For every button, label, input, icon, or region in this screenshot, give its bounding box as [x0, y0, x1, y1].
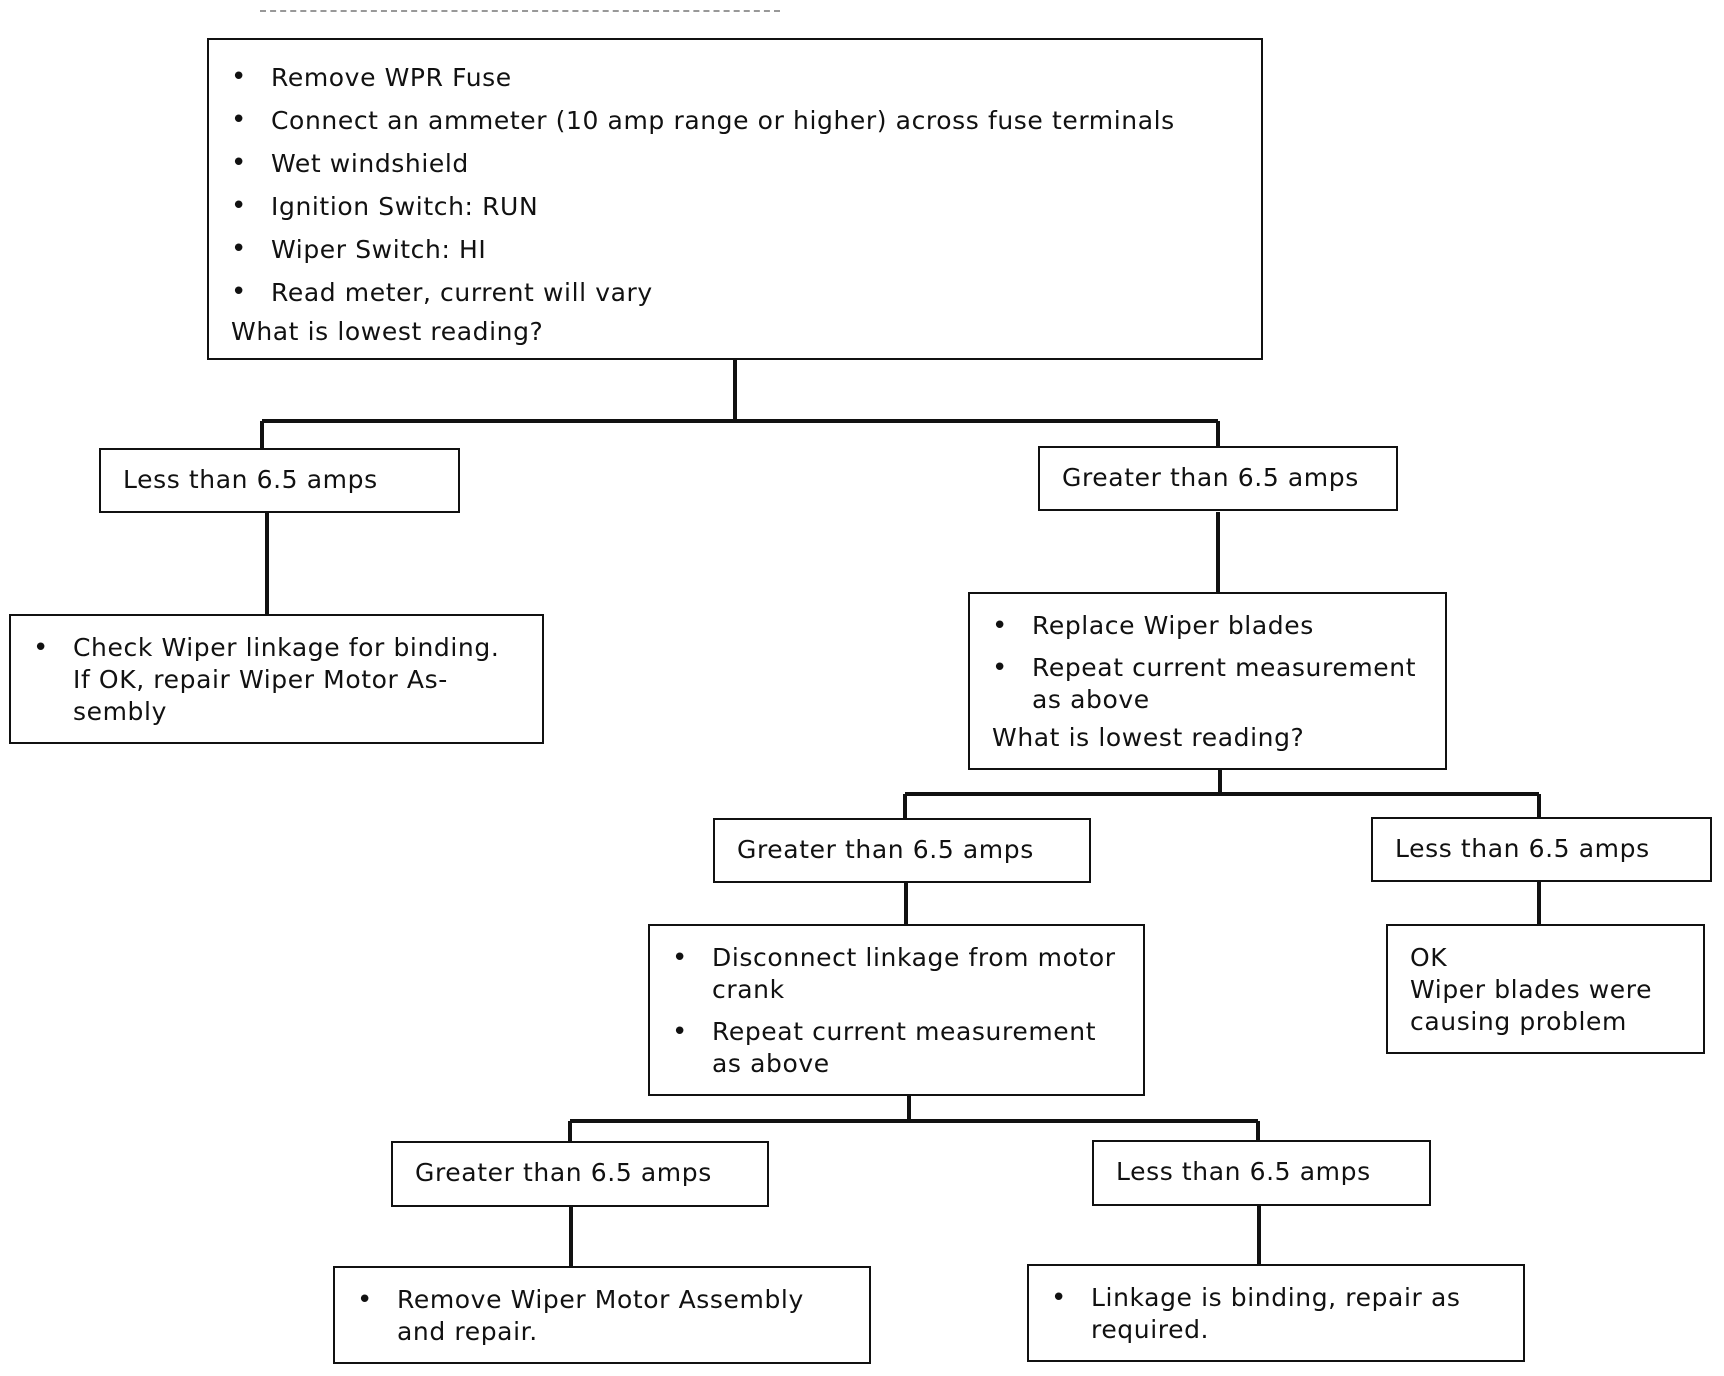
level2-less-label: Less than 6.5 amps — [1395, 834, 1650, 863]
level3-greater-label: Greater than 6.5 amps — [415, 1158, 712, 1187]
step-disconnect-linkage: Disconnect linkage from motor crank — [672, 942, 1123, 1006]
step-connect-ammeter: Connect an ammeter (10 amp range or high… — [231, 99, 1241, 142]
step-repeat-measurement-2: Repeat current measurement as above — [672, 1016, 1123, 1080]
start-box: Remove WPR Fuse Connect an ammeter (10 a… — [207, 38, 1263, 360]
level1-less-label: Less than 6.5 amps — [123, 465, 378, 494]
level1-less-box: Less than 6.5 amps — [99, 448, 460, 513]
blades-ok-box: OK Wiper blades were causing problem — [1386, 924, 1705, 1054]
blades-cause-label: Wiper blades were causing problem — [1410, 975, 1653, 1036]
level3-less-label: Less than 6.5 amps — [1116, 1157, 1371, 1186]
step-ignition-run: Ignition Switch: RUN — [231, 185, 1241, 228]
level1-greater-box: Greater than 6.5 amps — [1038, 446, 1398, 511]
step-read-meter: Read meter, current will vary — [231, 271, 1241, 314]
level1-greater-label: Greater than 6.5 amps — [1062, 463, 1359, 492]
step-remove-fuse: Remove WPR Fuse — [231, 56, 1241, 99]
replace-blades-box: Replace Wiper blades Repeat current meas… — [968, 592, 1447, 770]
replace-blades-steps: Replace Wiper blades Repeat current meas… — [992, 610, 1429, 716]
step-repeat-measurement: Repeat current measurement as above — [992, 652, 1429, 716]
step-linkage-binding: Linkage is binding, repair as required. — [1051, 1282, 1503, 1346]
level2-less-box: Less than 6.5 amps — [1371, 817, 1712, 882]
step-remove-motor: Remove Wiper Motor Assembly and repair. — [357, 1284, 849, 1348]
level2-greater-label: Greater than 6.5 amps — [737, 835, 1034, 864]
step-wiper-hi: Wiper Switch: HI — [231, 228, 1241, 271]
cropped-heading-remnant — [260, 10, 780, 22]
linkage-binding-box: Linkage is binding, repair as required. — [1027, 1264, 1525, 1362]
disconnect-steps: Disconnect linkage from motor crank Repe… — [672, 942, 1123, 1080]
step-check-linkage: Check Wiper linkage for binding. If OK, … — [33, 632, 512, 728]
check-linkage-box: Check Wiper linkage for binding. If OK, … — [9, 614, 544, 744]
remove-motor-box: Remove Wiper Motor Assembly and repair. — [333, 1266, 871, 1364]
replace-blades-question: What is lowest reading? — [992, 723, 1305, 752]
level2-greater-box: Greater than 6.5 amps — [713, 818, 1091, 883]
level3-less-box: Less than 6.5 amps — [1092, 1140, 1431, 1206]
start-steps: Remove WPR Fuse Connect an ammeter (10 a… — [231, 56, 1241, 314]
level3-greater-box: Greater than 6.5 amps — [391, 1141, 769, 1207]
remove-motor-steps: Remove Wiper Motor Assembly and repair. — [357, 1284, 849, 1348]
ok-label: OK — [1410, 943, 1448, 972]
step-wet-windshield: Wet windshield — [231, 142, 1241, 185]
check-linkage-steps: Check Wiper linkage for binding. If OK, … — [33, 632, 512, 728]
step-replace-blades: Replace Wiper blades — [992, 610, 1429, 642]
start-question: What is lowest reading? — [231, 317, 544, 346]
linkage-binding-steps: Linkage is binding, repair as required. — [1051, 1282, 1503, 1346]
disconnect-linkage-box: Disconnect linkage from motor crank Repe… — [648, 924, 1145, 1096]
